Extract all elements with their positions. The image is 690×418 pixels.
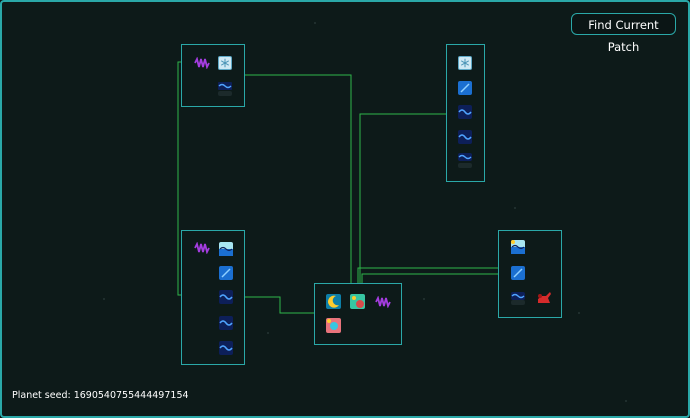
wave-icon[interactable] [219, 316, 233, 330]
patch-right[interactable] [498, 230, 562, 318]
patch-bottom-center[interactable] [314, 283, 402, 345]
dark-block-icon[interactable] [511, 300, 525, 305]
planet-seed-label: Planet seed: 1690540755444497154 [12, 390, 189, 401]
blue-diamond-icon[interactable] [511, 266, 525, 280]
bg-dot [103, 298, 105, 300]
bg-dot [514, 207, 516, 209]
wave-icon[interactable] [218, 82, 232, 90]
snowflake-icon[interactable] [218, 56, 232, 70]
bg-dot [578, 312, 580, 314]
mauve-orb-icon[interactable] [350, 294, 365, 309]
blue-diamond-icon[interactable] [458, 81, 472, 95]
wave-icon[interactable] [219, 341, 233, 355]
wave-icon[interactable] [511, 292, 525, 300]
purple-wave-icon[interactable] [375, 296, 391, 308]
purple-wave-icon[interactable] [194, 57, 210, 69]
wave-icon[interactable] [458, 130, 472, 144]
snowflake-icon[interactable] [458, 56, 472, 70]
cyan-wave-icon[interactable] [511, 240, 525, 254]
blue-diamond-icon[interactable] [219, 266, 233, 280]
purple-wave-icon[interactable] [194, 242, 210, 254]
wave-icon[interactable] [219, 290, 233, 304]
patch-top-left[interactable] [181, 44, 245, 107]
cyan-wave-icon[interactable] [219, 242, 233, 256]
bg-dot [423, 298, 425, 300]
wave-icon[interactable] [458, 153, 472, 161]
cyan-crescent-icon[interactable] [326, 294, 341, 309]
pink-orb-icon[interactable] [326, 318, 341, 333]
bg-dot [267, 332, 269, 334]
red-robot-icon[interactable] [536, 290, 552, 304]
find-current-patch-button[interactable]: Find Current Patch [571, 13, 676, 54]
patch-mid-left[interactable] [181, 230, 245, 365]
dark-block-icon[interactable] [218, 91, 232, 96]
bg-dot [314, 22, 316, 24]
dark-block-icon[interactable] [458, 163, 472, 168]
bg-dot [625, 400, 627, 402]
wave-icon[interactable] [458, 105, 472, 119]
